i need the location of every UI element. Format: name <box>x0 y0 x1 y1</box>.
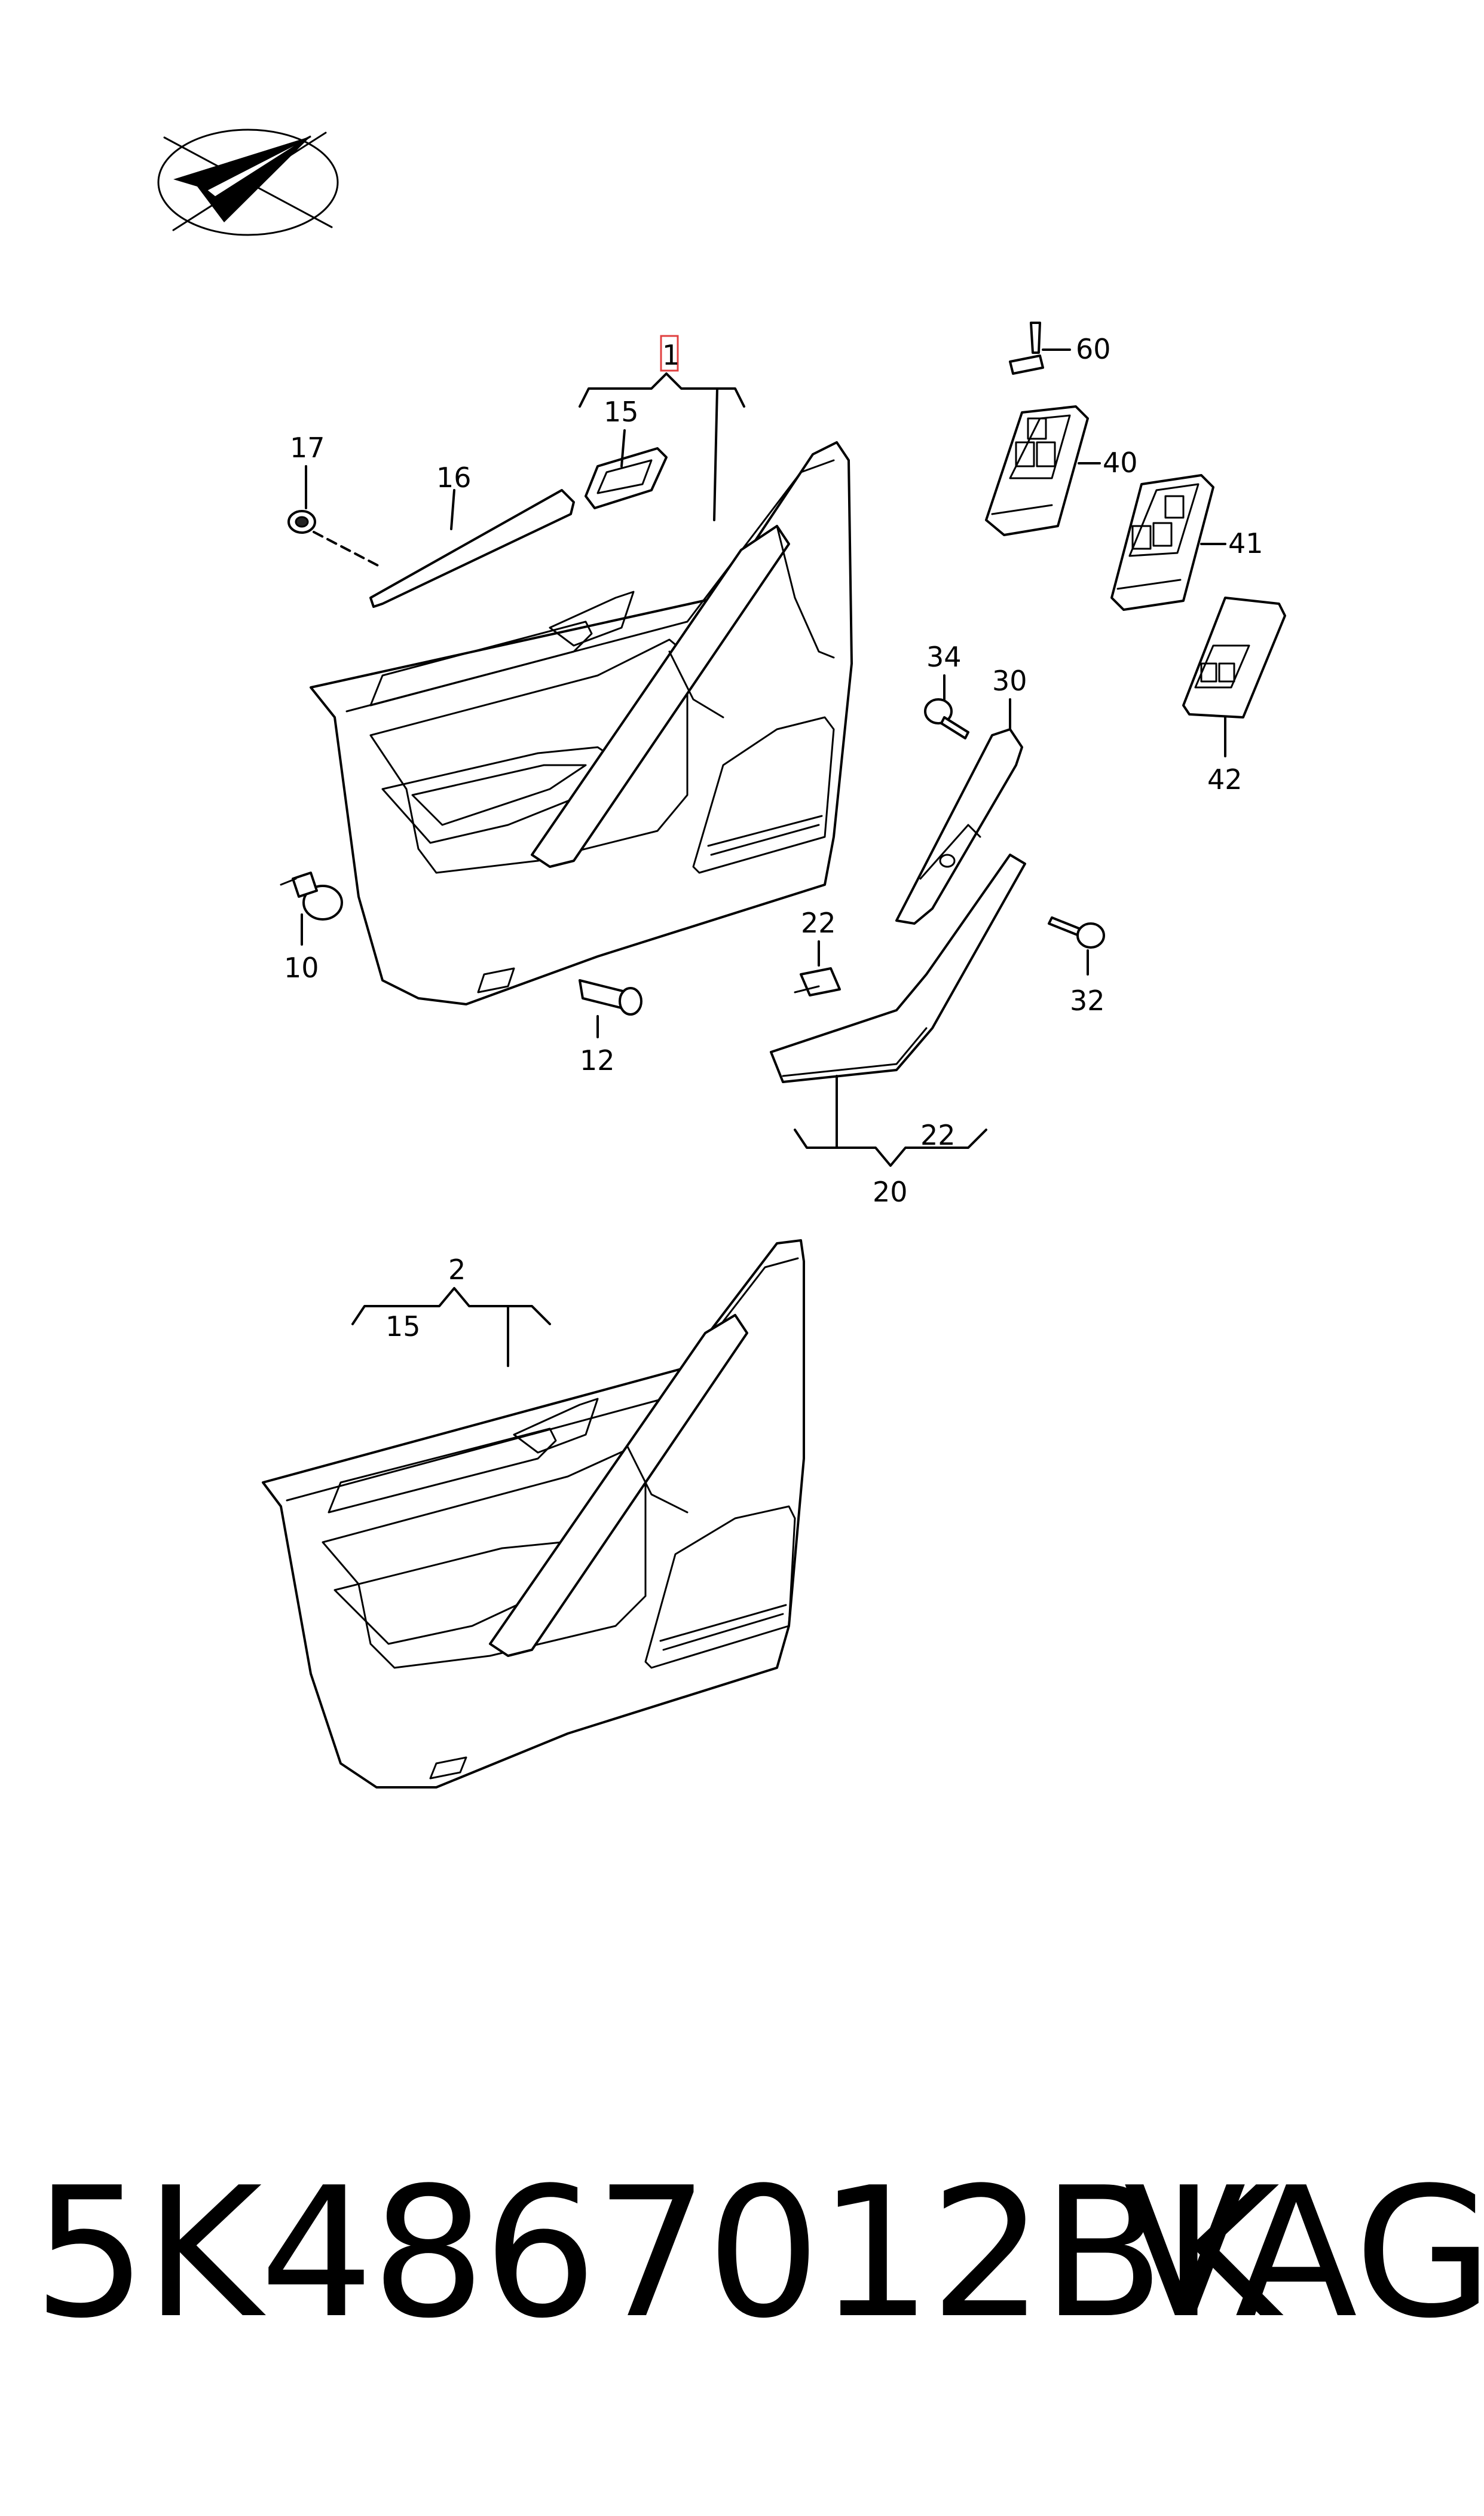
brand-label: VAG <box>1124 2149 1484 2358</box>
pin-60 <box>1009 322 1044 375</box>
leader-lines <box>301 348 1226 1367</box>
callout-34: 34 <box>926 641 962 673</box>
part-number: 5K4867012BK <box>33 2149 1280 2358</box>
callout-10: 10 <box>284 952 319 984</box>
handle-insert-15 <box>585 447 668 509</box>
callout-15-lower: 15 <box>385 1310 421 1343</box>
callout-60: 60 <box>1076 333 1111 365</box>
screw-32 <box>1048 916 1105 949</box>
callout-22-upper: 22 <box>801 907 836 939</box>
bracket-30 <box>895 728 1023 925</box>
callout-17: 17 <box>290 432 325 464</box>
callout-15-upper: 15 <box>604 396 639 428</box>
callout-22-lower: 22 <box>920 1119 956 1151</box>
armrest-trim-20 <box>770 854 1026 1083</box>
door-panel-upper <box>310 441 853 1005</box>
clip-22 <box>794 967 841 996</box>
callout-1-highlight <box>660 335 679 372</box>
door-panel-lower <box>262 1239 805 1789</box>
screw-12 <box>579 979 642 1016</box>
switch-41 <box>1110 474 1214 611</box>
callout-32: 32 <box>1070 985 1105 1017</box>
callout-41: 41 <box>1228 527 1263 560</box>
callout-40: 40 <box>1103 447 1138 479</box>
screw-34 <box>924 698 969 739</box>
logo-plane-icon <box>157 129 339 236</box>
callout-42: 42 <box>1207 763 1243 796</box>
switch-42 <box>1182 597 1286 719</box>
callout-30: 30 <box>992 665 1027 697</box>
callout-20: 20 <box>873 1176 908 1208</box>
switch-40 <box>985 405 1089 536</box>
clip-10 <box>280 872 343 921</box>
callout-16: 16 <box>436 461 472 494</box>
trim-strip-16 <box>369 489 575 608</box>
callout-12: 12 <box>580 1044 615 1077</box>
callout-1: 1 <box>662 339 680 371</box>
clip-17 <box>287 510 316 534</box>
callout-2: 2 <box>448 1254 466 1286</box>
